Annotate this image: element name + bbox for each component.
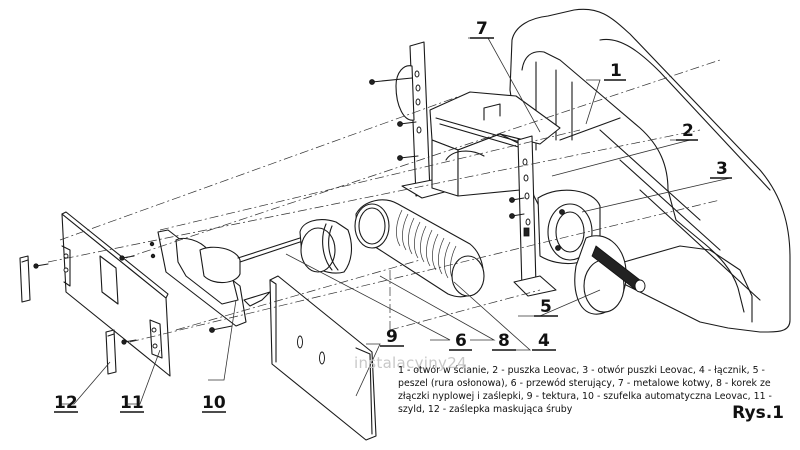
callout-number: 10 [202, 393, 226, 413]
callout-4: 4 [532, 331, 556, 351]
callout-number: 3 [716, 159, 728, 179]
face-plate-part [33, 211, 171, 377]
connector-bellows-part [354, 199, 485, 298]
callout-11: 11 [120, 393, 144, 413]
callout-number: 9 [386, 327, 398, 347]
callout-number: 11 [120, 393, 144, 413]
callout-1: 1 [604, 61, 626, 81]
callout-8: 8 [492, 331, 516, 351]
screw-cap-part [19, 255, 117, 375]
callout-7: 7 [470, 19, 494, 39]
callout-number: 5 [540, 297, 552, 317]
callout-10: 10 [202, 393, 226, 413]
conduit-part [574, 235, 646, 315]
watermark: instalacyjny24 [354, 354, 467, 372]
callout-number: 6 [455, 331, 467, 351]
callout-6: 6 [449, 331, 472, 351]
leovac-box-part [369, 41, 601, 297]
wall-opening-part [509, 8, 791, 333]
callout-number: 2 [682, 121, 694, 141]
callout-number: 4 [538, 331, 550, 351]
callout-number: 12 [54, 393, 78, 413]
figure-caption: 1 - otwór w ścianie, 2 - puszka Leovac, … [398, 365, 772, 415]
figure-label: Rys.1 [732, 403, 784, 423]
automatic-damper-part [149, 229, 301, 333]
callout-number: 7 [476, 19, 488, 39]
callout-5: 5 [534, 297, 558, 317]
callout-3: 3 [710, 159, 732, 179]
alignment-centerlines [47, 59, 721, 343]
callout-number: 8 [498, 331, 510, 351]
callout-9: 9 [380, 327, 404, 347]
callout-2: 2 [676, 121, 698, 141]
cardboard-part [269, 275, 377, 441]
callout-number: 1 [610, 61, 622, 81]
callout-12: 12 [54, 393, 78, 413]
nipple-plug-part [299, 219, 353, 274]
